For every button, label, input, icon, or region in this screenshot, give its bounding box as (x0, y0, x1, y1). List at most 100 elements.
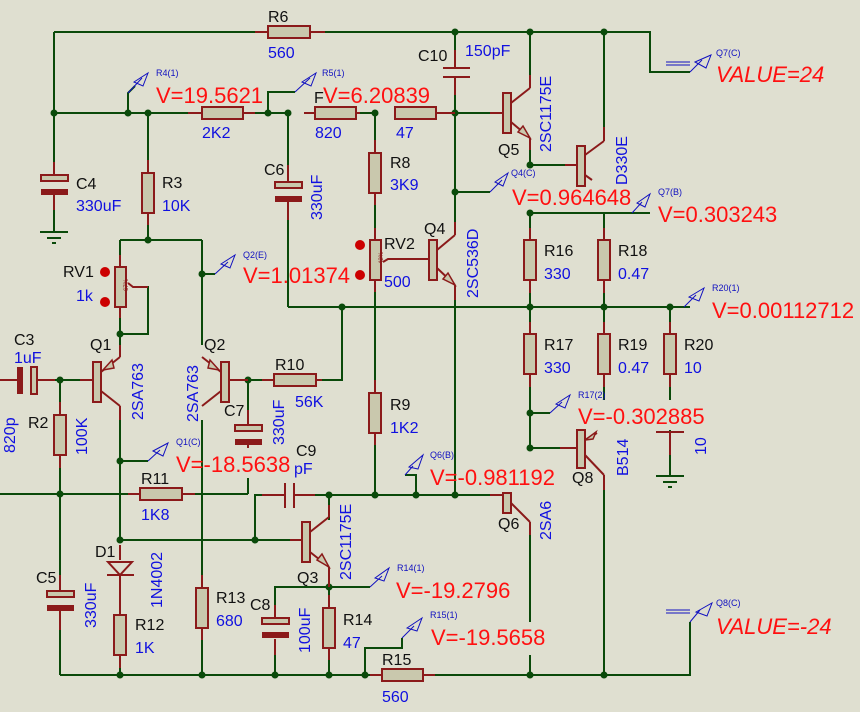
resistor-r17[interactable]: R17 330 (523, 322, 573, 387)
r5-ref-partial: F (314, 90, 324, 107)
r12-ref: R12 (135, 617, 164, 634)
transistor-q3[interactable]: Q3 2SC1175E (290, 504, 355, 587)
transistor-q4[interactable]: Q4 2SC536D (420, 221, 482, 300)
transistor-q1[interactable]: Q1 2SA763 (80, 337, 147, 420)
resistor-r15[interactable]: R15 560 (370, 652, 435, 706)
resistor-r8[interactable]: R8 3K9 (368, 140, 419, 230)
output-capacitor-value: 10 (693, 437, 710, 455)
probe-q2-emitter[interactable]: Q2(E) V=1.01374 (214, 250, 350, 288)
capacitor-output[interactable]: 10 (656, 431, 710, 455)
probe-q6-base[interactable]: Q6(B) V=-0.981192 (404, 450, 555, 490)
probe-q8-collector[interactable]: Q8(C) VALUE=-24 (666, 598, 832, 639)
q2-ref: Q2 (204, 337, 225, 354)
resistor-r6[interactable]: R6 560 (255, 9, 325, 62)
probe-r20[interactable]: R20(1) V=0.00112712 (683, 283, 854, 323)
r8-value: 3K9 (390, 177, 419, 194)
resistor-r12[interactable]: R12 1K (113, 600, 164, 668)
probe-r4[interactable]: R4(1) V=19.5621 (127, 68, 263, 108)
r16-ref: R16 (544, 243, 573, 260)
probe-r4-reading: V=19.5621 (156, 83, 263, 108)
capacitor-c9[interactable]: C9 pF (262, 443, 317, 508)
q4-value: 2SC536D (465, 229, 482, 298)
capacitor-c3[interactable]: C3 1uF (0, 332, 55, 395)
probe-r14[interactable]: R14(1) V=-19.2796 (369, 563, 510, 603)
resistor-r11[interactable]: R11 1K8 (128, 471, 195, 524)
potentiometer-rv1[interactable]: 67% RV1 1k (63, 255, 148, 318)
probe-r5[interactable]: R5(1) F V=6.20839 (294, 68, 430, 108)
resistor-r14[interactable]: R14 47 (322, 595, 372, 660)
r11-value: 1K8 (141, 507, 170, 524)
resistor-r16[interactable]: R16 330 (523, 228, 573, 293)
resistor-r2[interactable]: R2 100K (28, 402, 91, 468)
probe-q1-collector[interactable]: Q1(C) V=-18.5638 (147, 437, 290, 477)
resistor-r5[interactable]: 820 (304, 106, 360, 142)
r20-value: 10 (684, 360, 702, 377)
capacitor-c6[interactable]: C6 330uF (264, 162, 326, 220)
capacitor-c7[interactable]: C7 330uF (224, 399, 288, 448)
d1-value: 1N4002 (149, 552, 166, 608)
probe-r5-name: R5(1) (322, 68, 345, 78)
r15-ref: R15 (382, 652, 411, 669)
r14-value: 47 (343, 635, 361, 652)
rv1-increment-icon[interactable] (100, 267, 110, 277)
probe-q7c-reading: VALUE=24 (716, 62, 824, 87)
capacitor-c4[interactable]: C4 330uF (40, 162, 122, 215)
transistor-q5[interactable]: Q5 2SC1175E (490, 75, 555, 159)
probe-r15[interactable]: R15(1) V=-19.5658 (401, 610, 545, 650)
q7-value: D330E (614, 136, 631, 185)
c10-value: 150pF (465, 43, 511, 60)
c10-ref: C10 (418, 48, 447, 65)
capacitor-c10[interactable]: C10 150pF (418, 43, 511, 95)
resistor-r10[interactable]: R10 56K (262, 357, 324, 411)
d1-ref: D1 (95, 544, 116, 561)
probe-q1c-reading: V=-18.5638 (176, 452, 290, 477)
probe-r15-reading: V=-19.5658 (431, 625, 545, 650)
transistor-q2[interactable]: Q2 2SA763 (185, 337, 248, 422)
q5-ref: Q5 (498, 142, 519, 159)
probe-r20-name: R20(1) (712, 283, 740, 293)
diode-d1[interactable]: D1 1N4002 (95, 544, 166, 608)
q6-value: 2SA6 (538, 501, 555, 540)
resistor-r4[interactable]: 2K2 (188, 106, 255, 142)
r5-value: 820 (315, 125, 342, 142)
r12-value: 1K (135, 640, 155, 657)
c3-ref: C3 (14, 332, 35, 349)
resistor-r7[interactable]: 47 (394, 106, 455, 142)
c5-ref: C5 (36, 570, 57, 587)
c5-value: 330uF (83, 582, 100, 628)
q3-ref: Q3 (297, 570, 318, 587)
resistor-r20[interactable]: R20 10 (663, 322, 713, 387)
probe-r4-name: R4(1) (156, 68, 179, 78)
rv2-wiper: 42% (379, 251, 385, 264)
resistor-r9[interactable]: R9 1K2 (368, 380, 419, 445)
rv1-value: 1k (76, 288, 94, 305)
probe-q7-base[interactable]: Q7(B) V=0.303243 (631, 187, 777, 227)
r4-value: 2K2 (202, 125, 231, 142)
r19-ref: R19 (618, 337, 647, 354)
probe-r17[interactable]: R17(2) V=-0.302885 (549, 390, 705, 429)
potentiometer-rv2[interactable]: 42% RV2 500 (355, 228, 420, 292)
transistor-q7[interactable]: D330E (565, 127, 631, 187)
c6-ref: C6 (264, 162, 285, 179)
rv2-increment-icon[interactable] (355, 240, 365, 250)
rv2-decrement-icon[interactable] (355, 270, 365, 280)
resistor-r18[interactable]: R18 0.47 (597, 228, 649, 293)
probe-q7-collector[interactable]: Q7(C) VALUE=24 (666, 48, 824, 87)
r10-value: 56K (295, 394, 324, 411)
transistor-q6[interactable]: Q6 2SA6 (490, 492, 555, 540)
resistor-r19[interactable]: R19 0.47 (597, 322, 649, 387)
junctions (50, 28, 674, 679)
rv1-ref: RV1 (63, 264, 94, 281)
rv1-wiper: 67% (124, 278, 130, 291)
r9-ref: R9 (390, 397, 411, 414)
capacitor-c5[interactable]: C5 330uF (36, 570, 100, 630)
probe-q4c-name: Q4(C) (511, 168, 536, 178)
resistor-r13[interactable]: R13 680 (195, 575, 245, 640)
rv1-decrement-icon[interactable] (100, 297, 110, 307)
probe-q4-collector[interactable]: Q4(C) V=0.964648 (489, 168, 631, 210)
capacitor-c8[interactable]: C8 100uF (250, 597, 314, 655)
resistor-r3[interactable]: R3 10K (141, 160, 191, 225)
transistor-q8[interactable]: Q8 B514 (560, 429, 632, 490)
r3-value: 10K (162, 198, 191, 215)
